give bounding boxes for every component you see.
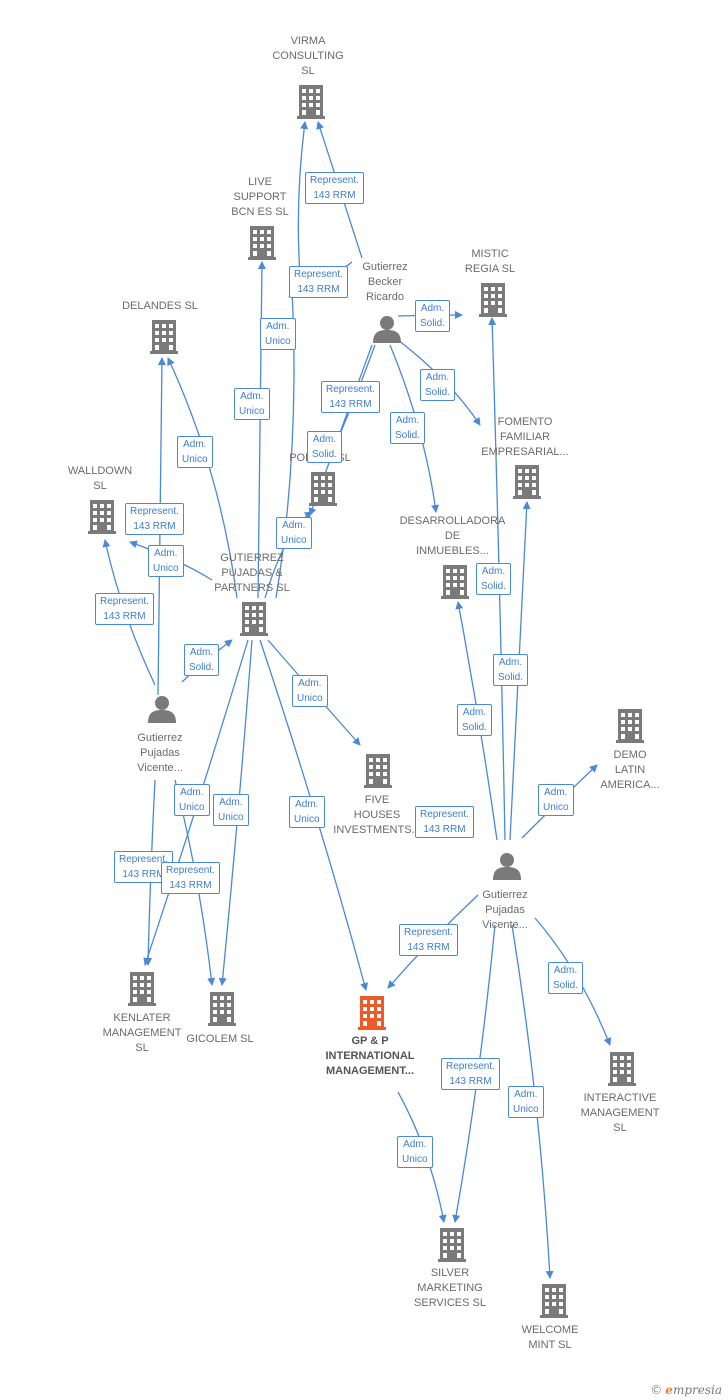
mistic-label: MISTIC REGIA SL: [464, 248, 516, 275]
gutierrez-partners-building-icon[interactable]: [240, 602, 268, 636]
edge-label[interactable]: Represent. 143 RRM: [95, 593, 154, 625]
edge-label[interactable]: Adm. Unico: [177, 436, 213, 468]
edge-label[interactable]: Adm. Solid.: [493, 654, 529, 686]
edge-label[interactable]: Represent. 143 RRM: [399, 924, 458, 956]
walldown-building-icon[interactable]: [88, 500, 116, 534]
delandes-building-icon[interactable]: [150, 320, 178, 354]
gicolem-building-icon[interactable]: [208, 992, 236, 1026]
edge-label[interactable]: Adm. Solid.: [548, 962, 584, 994]
edge-label[interactable]: Represent. 143 RRM: [321, 381, 380, 413]
brand-logo-name: mpresia: [672, 1383, 722, 1397]
edge-label[interactable]: Represent. 143 RRM: [441, 1058, 500, 1090]
kenlater-label: KENLATER MANAGEMENT SL: [102, 1012, 182, 1054]
welcome-mint-label: WELCOME MINT SL: [521, 1324, 579, 1351]
copyright-symbol: ©: [650, 1383, 663, 1397]
desarrolladora-label: DESARROLLADORA DE INMUEBLES...: [399, 515, 506, 557]
gutierrez-vicente-left-label: Gutierrez Pujadas Vicente...: [137, 732, 183, 774]
edge-label[interactable]: Represent. 143 RRM: [289, 266, 348, 298]
fomento-label: FOMENTO FAMILIAR EMPRESARIAL...: [481, 416, 569, 458]
edge-label[interactable]: Adm. Solid.: [415, 300, 451, 332]
edge-label[interactable]: Represent. 143 RRM: [125, 503, 184, 535]
delandes-label: DELANDES SL: [122, 300, 198, 312]
demo-latin-building-icon[interactable]: [616, 709, 644, 743]
edge-label[interactable]: Adm. Unico: [538, 784, 574, 816]
welcome-mint-building-icon[interactable]: [540, 1284, 568, 1318]
edge-label[interactable]: Represent. 143 RRM: [305, 172, 364, 204]
edge-label[interactable]: Adm. Solid.: [476, 563, 512, 595]
gutierrez-vicente-left-person-icon[interactable]: [148, 696, 176, 723]
edge-label[interactable]: Adm. Solid.: [420, 369, 456, 401]
edge-label[interactable]: Adm. Unico: [397, 1136, 433, 1168]
live-support-building-icon[interactable]: [248, 226, 276, 260]
footer-brand: ©empresia: [650, 1383, 722, 1397]
gutierrez-becker-label: Gutierrez Becker Ricardo: [362, 261, 408, 303]
gutierrez-vicente-right-label: Gutierrez Pujadas Vicente...: [482, 889, 528, 931]
live-support-label: LIVE SUPPORT BCN ES SL: [231, 176, 289, 218]
five-houses-building-icon[interactable]: [364, 754, 392, 788]
edge-label[interactable]: Adm. Unico: [174, 784, 210, 816]
gp-international-label: GP & P INTERNATIONAL MANAGEMENT...: [325, 1035, 415, 1077]
edge-label[interactable]: Adm. Unico: [292, 675, 328, 707]
edge-label[interactable]: Adm. Unico: [148, 545, 184, 577]
edge-partners-live: [257, 261, 266, 599]
edge-label[interactable]: Adm. Unico: [289, 796, 325, 828]
silver-label: SILVER MARKETING SERVICES SL: [414, 1267, 486, 1309]
kenlater-building-icon[interactable]: [128, 972, 156, 1006]
interactive-label: INTERACTIVE MANAGEMENT SL: [580, 1092, 660, 1134]
virma-building-icon[interactable]: [297, 85, 325, 119]
gutierrez-becker-person-icon[interactable]: [373, 316, 401, 343]
demo-latin-label: DEMO LATIN AMERICA...: [600, 749, 660, 791]
brand-logo-initial: e: [665, 1383, 673, 1397]
edge-label[interactable]: Adm. Solid.: [457, 704, 493, 736]
virma-label: VIRMA CONSULTING SL: [272, 35, 344, 77]
edge-label[interactable]: Adm. Unico: [276, 517, 312, 549]
edge-label[interactable]: Adm. Unico: [260, 318, 296, 350]
desarrolladora-building-icon[interactable]: [441, 565, 469, 599]
fomento-building-icon[interactable]: [513, 465, 541, 499]
edge-label[interactable]: Adm. Unico: [213, 794, 249, 826]
gp-international-building-icon[interactable]: [358, 996, 386, 1030]
edge-label[interactable]: Represent. 143 RRM: [161, 862, 220, 894]
edge-label[interactable]: Adm. Solid.: [307, 431, 343, 463]
gutierrez-partners-label: GUTIERREZ PUJADAS & PARTNERS SL: [214, 552, 290, 594]
interactive-building-icon[interactable]: [608, 1052, 636, 1086]
edge-label[interactable]: Adm. Unico: [508, 1086, 544, 1118]
edge-partners-delandes-a: [167, 357, 238, 599]
edge-label[interactable]: Adm. Solid.: [184, 644, 220, 676]
polpa-building-icon[interactable]: [309, 472, 337, 506]
edge-label[interactable]: Represent. 143 RRM: [415, 806, 474, 838]
silver-building-icon[interactable]: [438, 1228, 466, 1262]
mistic-building-icon[interactable]: [479, 283, 507, 317]
walldown-label: WALLDOWN SL: [67, 465, 133, 492]
edge-label[interactable]: Adm. Solid.: [390, 412, 426, 444]
five-houses-label: FIVE HOUSES INVESTMENTS...: [333, 794, 421, 836]
edge-label[interactable]: Adm. Unico: [234, 388, 270, 420]
gutierrez-vicente-right-person-icon[interactable]: [493, 853, 521, 880]
gicolem-label: GICOLEM SL: [186, 1033, 254, 1045]
